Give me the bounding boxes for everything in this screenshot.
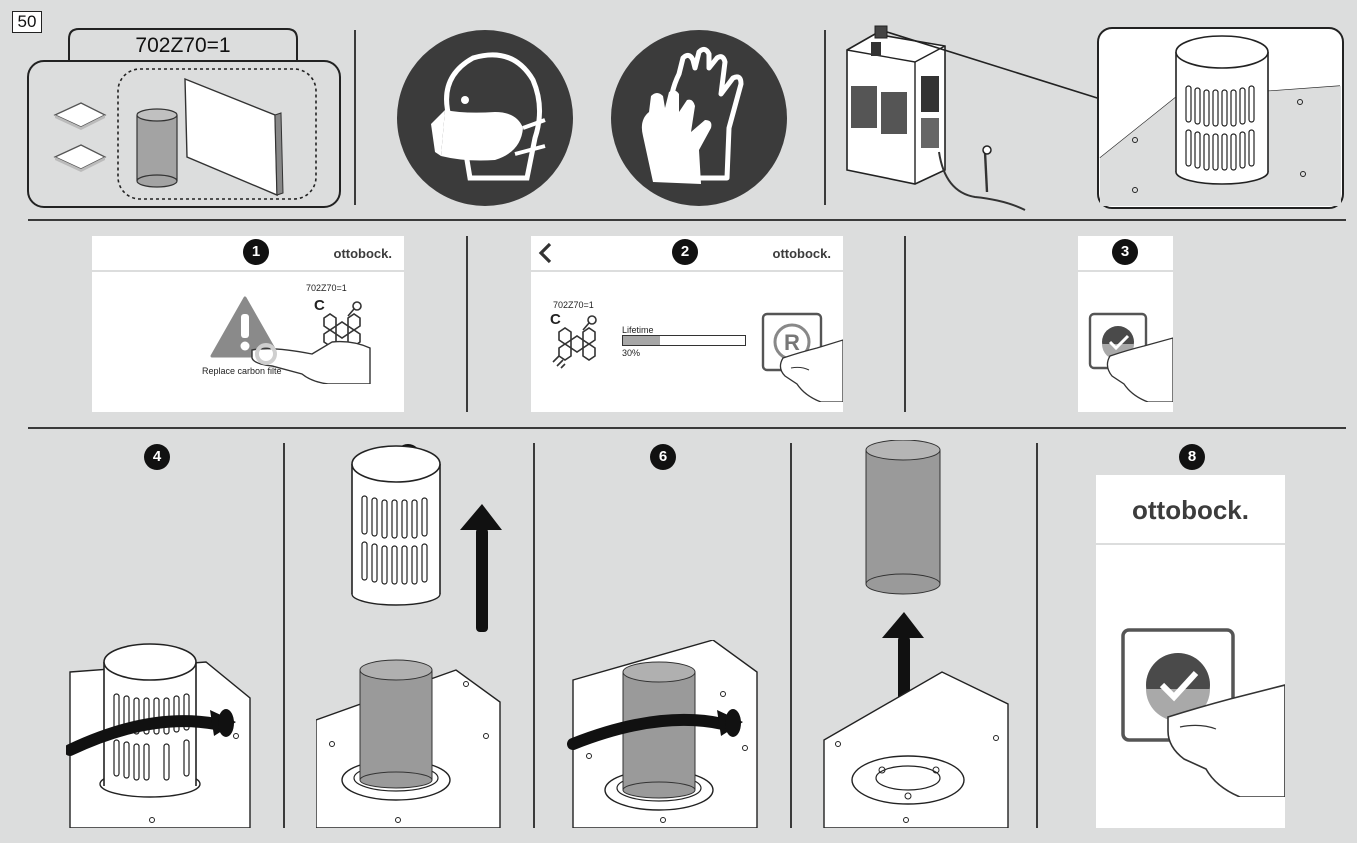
device-overview-illustration (835, 22, 1345, 212)
divider (354, 30, 356, 205)
divider (466, 236, 468, 412)
back-chevron-icon[interactable] (537, 242, 553, 264)
warning-message: Replace carbon filte (202, 366, 282, 376)
divider (904, 236, 906, 412)
step3-screen: 3 (1078, 236, 1173, 412)
step-number: 8 (1179, 444, 1205, 470)
step6-unscrew-filter (563, 640, 773, 828)
product-code: 702Z70=1 (553, 300, 594, 310)
brand-logo: ottobock. (334, 246, 393, 261)
step-number: 6 (650, 444, 676, 470)
confirm-check-icon[interactable] (1088, 312, 1173, 402)
step2-screen: 2 ottobock. 702Z70=1 C Lifetime 30% R (531, 236, 843, 412)
carbon-cylinder-icon (137, 109, 177, 187)
step-number: 3 (1112, 239, 1138, 265)
step-number: 1 (243, 239, 269, 265)
brand-logo: ottobock. (773, 246, 832, 261)
divider (28, 219, 1346, 221)
filter-cage-icon (1176, 36, 1268, 184)
step-number: 2 (672, 239, 698, 265)
confirm-check-icon[interactable] (1120, 627, 1285, 797)
step4-unscrew-cage (66, 632, 256, 828)
lifetime-progress-bar (622, 335, 746, 346)
carbon-filter-icon (547, 310, 607, 370)
kit-label: 702Z70=1 (70, 34, 296, 58)
divider (283, 443, 285, 828)
reset-icon[interactable]: R (761, 312, 843, 402)
protective-gloves-icon (609, 28, 789, 208)
product-code: 702Z70=1 (306, 283, 347, 293)
lifetime-label: Lifetime (622, 325, 654, 335)
step-number: 4 (144, 444, 170, 470)
step5-lift-cage (316, 440, 516, 828)
step7-lift-filter (822, 440, 1022, 828)
lifetime-value: 30% (622, 348, 640, 358)
divider (1036, 443, 1038, 828)
step1-screen: ottobock. 1 702Z70=1 C Replace carbon fi… (92, 236, 404, 412)
divider (28, 427, 1346, 429)
respirator-mask-icon (395, 28, 575, 208)
lifetime-progress-fill (623, 336, 660, 345)
reset-letter: R (784, 330, 800, 355)
divider (824, 30, 826, 205)
brand-logo: ottobock. (1096, 495, 1285, 526)
divider (533, 443, 535, 828)
step8-screen: ottobock. (1096, 475, 1285, 828)
divider (790, 443, 792, 828)
